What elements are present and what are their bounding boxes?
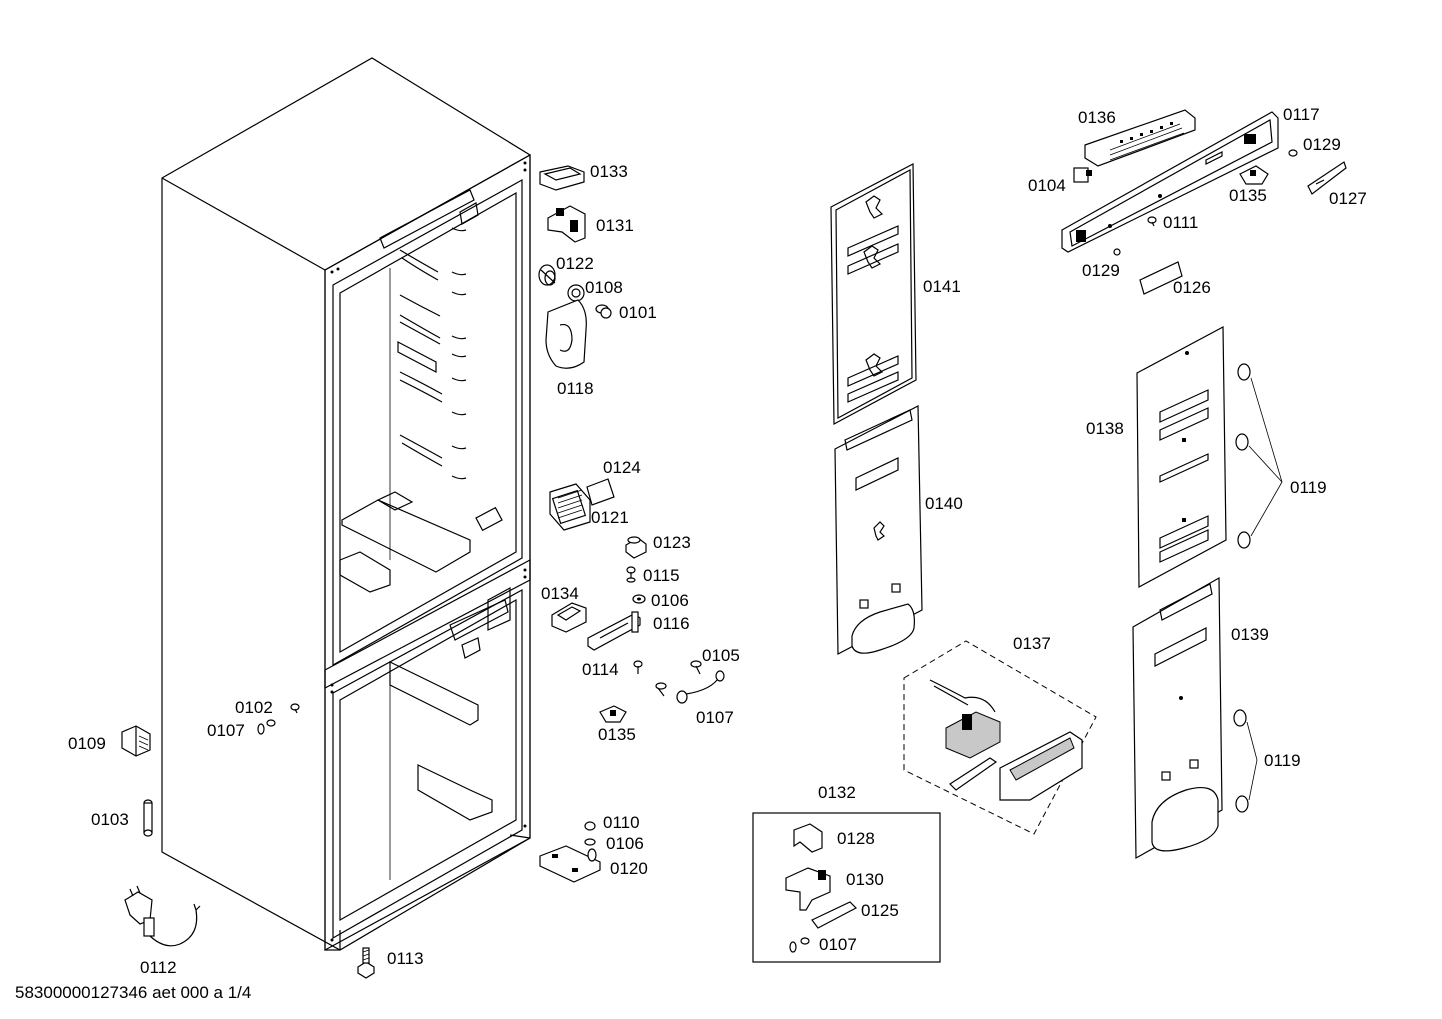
label-0134: 0134: [541, 584, 579, 603]
label-0138: 0138: [1086, 419, 1124, 438]
part-0111-screw: [1147, 216, 1157, 227]
part-0138-door-panel: [1136, 326, 1227, 589]
label-0140: 0140: [925, 494, 963, 513]
part-0119-door-pins-a: [1235, 363, 1283, 549]
label-0112: 0112: [140, 958, 177, 977]
label-0119-b: 0119: [1264, 751, 1301, 770]
label-0119-a: 0119: [1290, 478, 1327, 497]
part-0106-washer-b: [584, 838, 596, 846]
part-0117-control-panel: [1061, 111, 1279, 253]
label-0131: 0131: [596, 216, 634, 235]
label-0109: 0109: [68, 734, 106, 753]
label-0118: 0118: [557, 379, 594, 398]
part-0121-vent-grille: [549, 483, 591, 531]
label-0141: 0141: [923, 277, 961, 296]
part-0104-switch: [1073, 167, 1092, 183]
part-0135-clip-a: [599, 705, 627, 723]
part-0120-lower-hinge: [539, 845, 601, 883]
part-0112-power-cord: [124, 885, 201, 947]
part-0139-door-panel: [1132, 576, 1223, 860]
fridge-cabinet: [161, 57, 531, 952]
part-0137-door-kit: [903, 640, 1097, 835]
part-0107-cap-a: [655, 670, 725, 704]
label-0139: 0139: [1231, 625, 1269, 644]
part-0123-hinge-pin: [625, 536, 647, 559]
part-0101-lamp: [595, 304, 612, 319]
label-0136: 0136: [1078, 108, 1116, 127]
label-0129-b: 0129: [1082, 261, 1120, 280]
label-0106-b: 0106: [606, 834, 644, 853]
part-0127-bracket: [1307, 161, 1347, 195]
label-0129-a: 0129: [1303, 135, 1341, 154]
label-0135-a: 0135: [598, 725, 636, 744]
part-0115-screw: [626, 566, 636, 583]
part-0141-door-panel: [830, 163, 917, 425]
label-0121: 0121: [591, 508, 629, 527]
part-0114-screw: [633, 660, 643, 674]
part-0129-screw-b: [1113, 248, 1121, 256]
label-0120: 0120: [610, 859, 648, 878]
label-0106-a: 0106: [651, 591, 689, 610]
part-0135-clip-b: [1239, 165, 1269, 185]
part-0122-knob: [538, 264, 556, 286]
label-0116: 0116: [653, 614, 690, 633]
label-0130: 0130: [846, 870, 884, 889]
part-0119-door-pins-b: [1233, 709, 1258, 813]
label-0133: 0133: [590, 162, 628, 181]
label-0128: 0128: [837, 829, 875, 848]
label-0105: 0105: [702, 646, 740, 665]
label-0102: 0102: [235, 698, 273, 717]
label-0117: 0117: [1283, 105, 1320, 124]
label-0135-b: 0135: [1229, 186, 1267, 205]
label-0115: 0115: [643, 566, 680, 585]
label-0124: 0124: [603, 458, 641, 477]
label-0127: 0127: [1329, 189, 1367, 208]
label-0103: 0103: [91, 810, 129, 829]
label-0114: 0114: [582, 660, 619, 679]
label-0122: 0122: [556, 254, 594, 273]
part-0134-bracket: [551, 602, 587, 633]
label-0132: 0132: [818, 783, 856, 802]
label-0107-a: 0107: [696, 708, 734, 727]
part-0110-screw: [584, 821, 596, 831]
part-0132-kit-box: [752, 812, 941, 963]
label-0111: 0111: [1163, 213, 1198, 232]
label-0123: 0123: [653, 533, 691, 552]
part-0105-screw: [690, 660, 702, 675]
part-labels: 0133 0131 0122 0108 0101 0118 0124 0121 …: [68, 105, 1367, 977]
part-0129-screw-a: [1288, 149, 1298, 157]
part-0124-pad: [586, 478, 615, 506]
part-0113-foot: [357, 947, 375, 979]
label-0137: 0137: [1013, 634, 1051, 653]
part-0140-door-panel: [834, 405, 923, 655]
part-0131-thermostat-holder: [547, 205, 586, 243]
part-0116-hinge: [587, 611, 641, 651]
label-0108: 0108: [585, 278, 623, 297]
part-0118-lamp-cover: [545, 299, 587, 369]
part-0103-fuse: [143, 799, 153, 837]
label-0125: 0125: [861, 901, 899, 920]
label-0110: 0110: [603, 813, 640, 832]
part-0108-ring: [567, 284, 585, 302]
part-0126-strip: [1139, 261, 1183, 295]
label-0101: 0101: [619, 303, 657, 322]
part-0133-cover: [539, 165, 585, 191]
document-id: 58300000127346 aet 000 a 1/4: [15, 983, 251, 1002]
part-0136-control-cover: [1084, 109, 1196, 167]
label-0113: 0113: [387, 949, 424, 968]
label-0104: 0104: [1028, 176, 1066, 195]
part-0107-cap-b: [257, 719, 276, 735]
label-0107-b: 0107: [207, 721, 245, 740]
part-0109-connector: [121, 725, 151, 757]
label-0107-c: 0107: [819, 935, 857, 954]
part-0106-washer-a: [632, 594, 646, 604]
label-0126: 0126: [1173, 278, 1211, 297]
part-0102-screw: [290, 703, 300, 714]
